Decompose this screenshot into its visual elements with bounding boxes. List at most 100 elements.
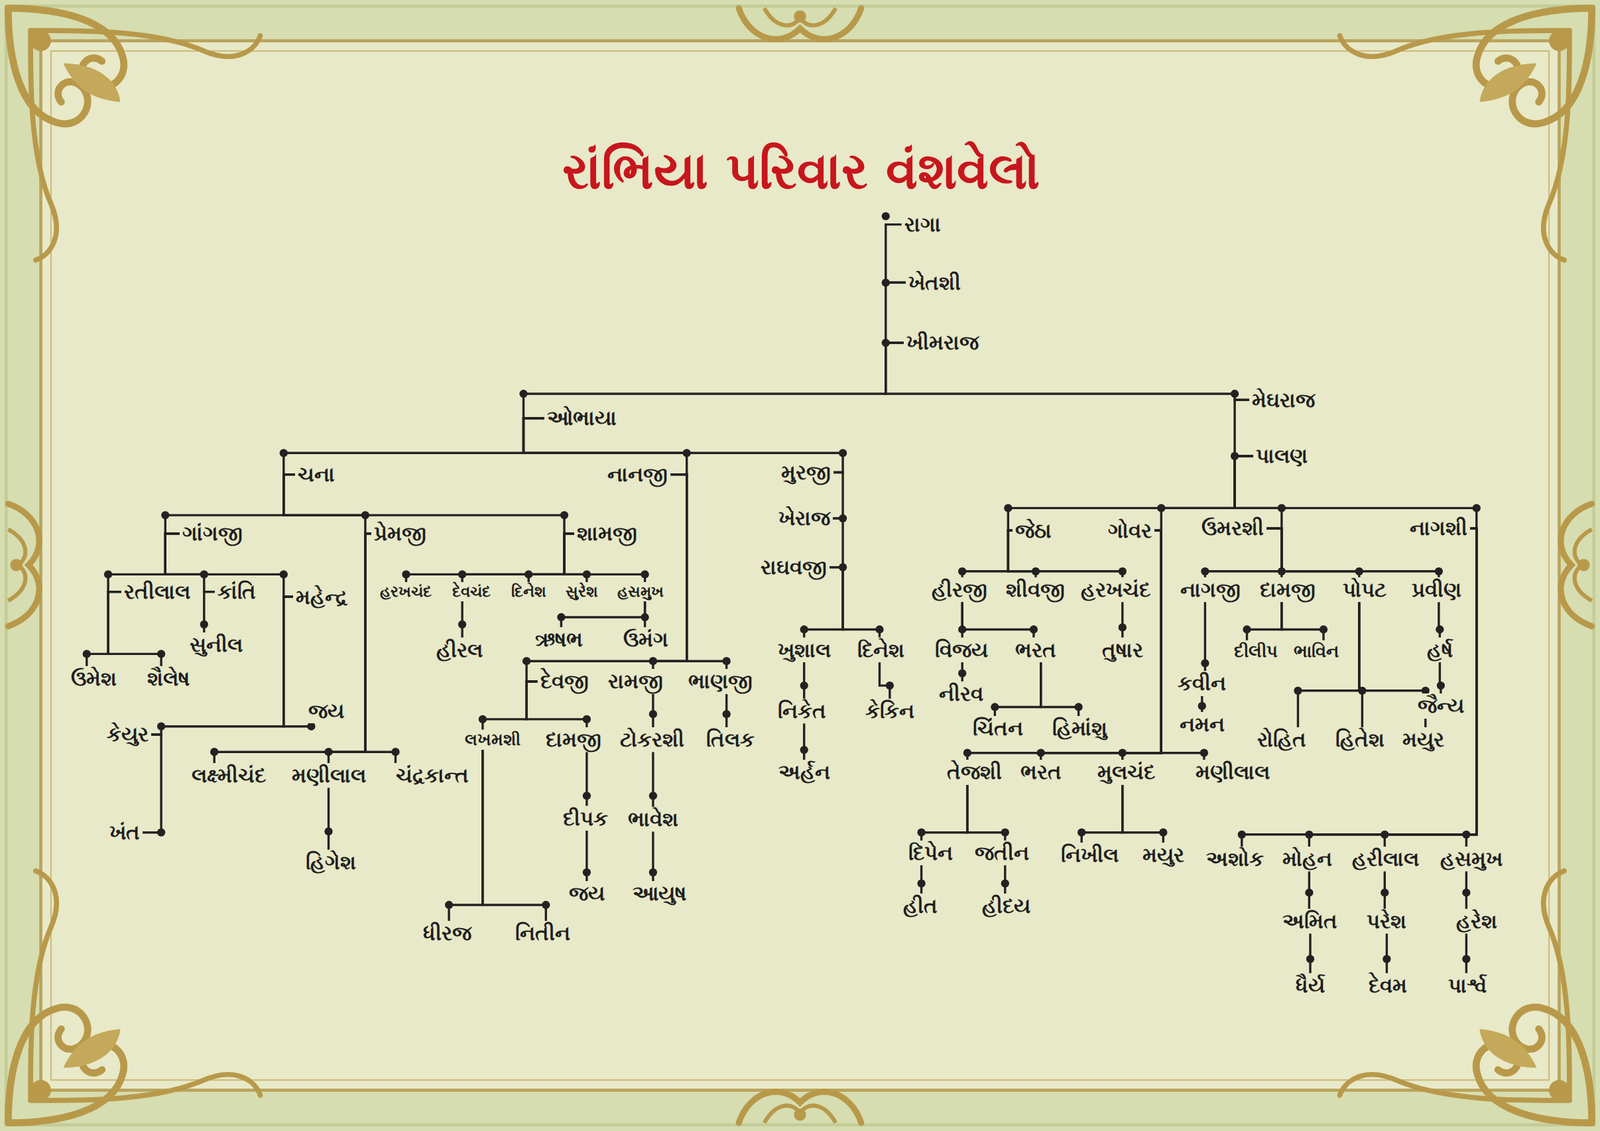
junction-dot: [1462, 830, 1471, 839]
junction-dot: [556, 613, 565, 622]
person-name-text: ભાવિન: [1291, 640, 1342, 662]
lineage-connector: [994, 662, 1041, 717]
person-name: ભાણજી: [685, 669, 756, 694]
person-name: મેઘરાજ: [1249, 387, 1318, 413]
junction-dot: [885, 681, 894, 690]
person-name: રાઘવજી: [757, 554, 830, 580]
person-name-text: હરખચંદ: [1078, 577, 1154, 603]
person-name: મહેન્દ્ર: [293, 584, 351, 610]
person-name-text: જતીન: [972, 840, 1032, 866]
person-name: રામજી: [605, 669, 666, 694]
junction-dot: [1293, 686, 1302, 695]
person-name: જેઠા: [1012, 518, 1055, 544]
junction-dot: [1157, 503, 1166, 512]
person-name: પોપટ: [1340, 577, 1390, 603]
person-name-text: ખંત: [106, 820, 143, 845]
lineage-connector: [1298, 602, 1360, 728]
lineage-connector: [1308, 933, 1311, 974]
junction-dot: [875, 625, 884, 634]
lineage-connector: [962, 602, 1034, 638]
junction-dot: [1319, 625, 1328, 634]
person-name-text: દેવમ: [1365, 973, 1410, 998]
person-name-text: હિતેશ: [1332, 727, 1388, 752]
lineage-connector: [560, 601, 645, 628]
junction-dot: [1118, 623, 1127, 632]
person-name-text: મેઘરાજ: [1249, 387, 1318, 413]
junction-dot: [1118, 567, 1127, 576]
person-name: હીત: [900, 893, 941, 919]
person-name: ચિંતન: [970, 716, 1026, 741]
person-name-text: દિપેન: [905, 840, 956, 866]
person-name-text: કવીન: [1174, 671, 1229, 696]
person-name-text: ચિંતન: [970, 716, 1026, 741]
person-name: ખેતશી: [905, 270, 964, 296]
junction-dot: [1304, 830, 1313, 839]
person-name-text: હીરજી: [928, 577, 990, 603]
person-name: શીવજી: [1003, 577, 1068, 603]
person-name: નિખીલ: [1058, 842, 1122, 868]
person-name: હિતેશ: [1332, 727, 1388, 752]
person-name: ખંત: [106, 820, 143, 845]
person-name: દેવચંદ: [449, 582, 494, 602]
person-name: જૈન્ય: [1415, 693, 1467, 719]
person-name-text: પ્રેમજી: [371, 521, 430, 546]
person-name-text: ગાંગજી: [179, 521, 246, 546]
lineage-connector: [1247, 602, 1282, 641]
person-name-text: વિજય: [932, 637, 991, 663]
lineage-connector: [962, 530, 1013, 578]
person-name: સુનીલ: [186, 632, 246, 658]
person-name-text: ઋષભ: [532, 627, 586, 652]
person-name: દેવમ: [1365, 973, 1410, 998]
person-name: મયુર: [1139, 842, 1187, 868]
person-name-text: મયુર: [1399, 727, 1447, 752]
junction-dot: [210, 747, 219, 756]
person-name: રાગા: [901, 212, 944, 237]
person-name: ગોવર: [1105, 518, 1155, 544]
junction-dot: [1118, 749, 1127, 758]
person-name-text: જય: [566, 881, 608, 906]
junction-dot: [1306, 954, 1315, 963]
person-name-text: નાગશી: [1407, 515, 1471, 541]
person-name-text: નિખીલ: [1058, 842, 1122, 868]
person-name-text: દીલીપ: [1231, 640, 1281, 662]
person-name: ધીરજ: [420, 921, 475, 946]
person-name: નાગશી: [1407, 515, 1471, 541]
person-name: નિતીન: [512, 921, 573, 946]
person-name: જય: [305, 698, 347, 724]
person-name: આયુષ: [629, 881, 689, 906]
person-name-text: જૈન્ય: [1415, 693, 1467, 719]
person-name-text: ઉમરશી: [1198, 515, 1267, 541]
junction-dot: [82, 649, 91, 658]
junction-dot: [1029, 625, 1038, 634]
junction-dot: [640, 613, 649, 622]
person-name: નમન: [1176, 712, 1228, 737]
person-name-text: મોહન: [1279, 846, 1335, 872]
person-name-text: પાલણ: [1253, 443, 1311, 469]
person-name: ઉમંગ: [620, 627, 672, 652]
lineage-connector: [482, 681, 538, 731]
person-name-text: લખમશી: [462, 730, 524, 750]
junction-dot: [324, 827, 333, 836]
junction-dot: [401, 570, 410, 579]
junction-dot: [1436, 681, 1445, 690]
junction-dot: [649, 791, 658, 800]
lineage-connector: [327, 787, 330, 850]
junction-dot: [1200, 659, 1209, 668]
person-name: પરેશ: [1363, 909, 1410, 934]
junction-dot: [917, 828, 925, 837]
lineage-connector: [802, 723, 805, 760]
junction-dot: [649, 710, 658, 719]
person-name: તિલક: [703, 727, 758, 752]
junction-dot: [582, 868, 591, 877]
lineage-connector: [1385, 933, 1388, 974]
person-name-text: મુલચંદ: [1094, 759, 1158, 785]
person-name-text: શીવજી: [1003, 577, 1068, 603]
person-name: ગાંગજી: [179, 521, 246, 546]
lineage-connector: [462, 533, 575, 583]
junction-dot: [458, 620, 467, 629]
person-name: અર્હન: [775, 759, 833, 785]
lineage-connector: [802, 662, 805, 699]
person-name: ચંદ્રકાન્ત: [393, 763, 472, 788]
junction-dot: [1434, 567, 1443, 576]
person-name-text: હરીલાલ: [1349, 846, 1422, 872]
